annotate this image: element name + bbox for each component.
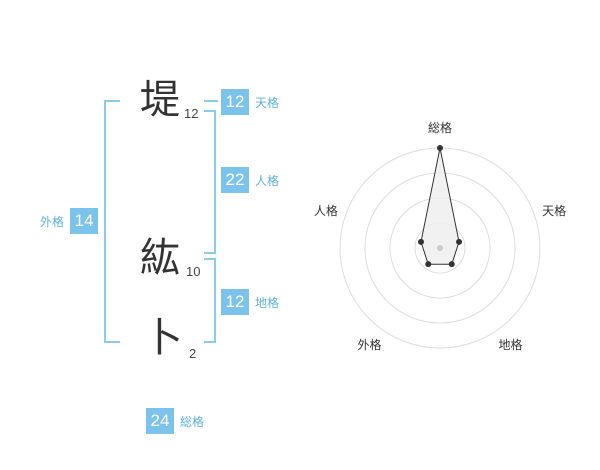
chikaku-value: 12 [221, 289, 249, 315]
gaikaku-bracket [104, 100, 120, 343]
gaikaku-badge: 14 外格 [40, 208, 99, 234]
radar-point-3 [425, 261, 432, 268]
character-1: 堤 [140, 77, 180, 123]
radar-axis-label-4: 人格 [314, 203, 338, 218]
radar-point-1 [456, 238, 463, 245]
radar-axis-label-3: 外格 [357, 337, 381, 352]
stroke-count-2: 10 [186, 264, 201, 279]
radar-point-4 [417, 238, 424, 245]
stroke-count-1: 12 [184, 106, 199, 121]
jinkaku-badge: 22 人格 [221, 167, 279, 193]
jinkaku-value: 22 [221, 167, 249, 193]
gaikaku-value: 14 [70, 208, 99, 234]
tenkaku-badge: 12 天格 [221, 89, 279, 115]
chikaku-bracket [204, 258, 216, 343]
character-3: 卜 [143, 315, 183, 361]
radar-polygon [420, 147, 460, 265]
stroke-count-3: 2 [189, 346, 197, 361]
tenkaku-label: 天格 [255, 95, 280, 110]
radar-axis-label-1: 天格 [542, 203, 566, 218]
soukaku-value: 24 [146, 408, 174, 434]
radar-axis-label-2: 地格 [499, 337, 523, 352]
radar-points [417, 145, 463, 268]
chikaku-label: 地格 [255, 295, 280, 310]
radar-point-0 [437, 145, 443, 151]
chikaku-badge: 12 地格 [221, 289, 279, 315]
tenkaku-bracket [204, 100, 218, 102]
jinkaku-label: 人格 [255, 173, 280, 188]
tenkaku-value: 12 [221, 89, 249, 115]
soukaku-label: 総格 [180, 414, 205, 429]
jinkaku-bracket [204, 110, 216, 254]
soukaku-badge: 24 総格 [146, 408, 204, 434]
character-2: 紘 [140, 235, 180, 281]
gaikaku-label: 外格 [40, 214, 65, 229]
radar-center [437, 245, 443, 251]
radar-axis-label-0: 総格 [428, 120, 452, 135]
radar-point-2 [448, 261, 455, 268]
